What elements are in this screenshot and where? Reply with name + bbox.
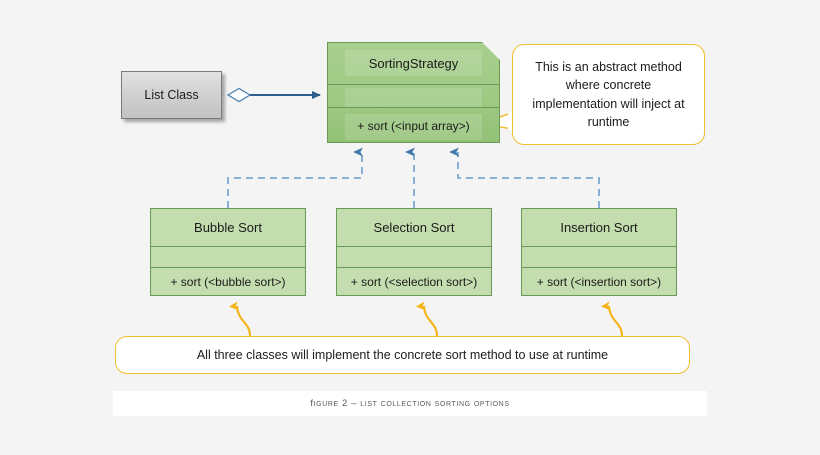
- figure-caption-band: Figure 2 – List collection sorting optio…: [113, 391, 707, 416]
- selection-sort-method: + sort (<selection sort>): [350, 275, 478, 289]
- sorting-strategy-attributes: [327, 84, 500, 108]
- list-class-box[interactable]: List Class: [121, 71, 222, 119]
- inheritance-connector-insertion: [449, 147, 600, 208]
- callout-top-text: This is an abstract method where concret…: [532, 60, 685, 129]
- insertion-sort-attributes: [522, 246, 676, 268]
- selection-sort-class-box[interactable]: Selection Sort + sort (<selection sort>): [336, 208, 492, 296]
- bubble-sort-class-box[interactable]: Bubble Sort + sort (<bubble sort>): [150, 208, 306, 296]
- annotation-arrow-insertion: [601, 301, 624, 337]
- bubble-sort-title: Bubble Sort: [194, 220, 262, 235]
- figure-caption: Figure 2 – List collection sorting optio…: [310, 398, 510, 409]
- insertion-sort-class-box[interactable]: Insertion Sort + sort (<insertion sort>): [521, 208, 677, 296]
- insertion-sort-method: + sort (<insertion sort>): [536, 275, 662, 289]
- bubble-sort-method: + sort (<bubble sort>): [170, 275, 286, 289]
- inheritance-connector-bubble: [227, 147, 363, 208]
- list-class-label: List Class: [144, 88, 199, 102]
- annotation-arrow-selection: [416, 301, 439, 337]
- bubble-sort-attributes: [151, 246, 305, 268]
- association-connector: [226, 87, 321, 103]
- sorting-strategy-method: + sort (<input array>): [357, 118, 470, 133]
- sorting-strategy-shape: [327, 42, 500, 143]
- callout-implementation-note: All three classes will implement the con…: [115, 336, 690, 374]
- selection-sort-attributes: [337, 246, 491, 268]
- sorting-strategy-class-box[interactable]: SortingStrategy + sort (<input array>): [327, 42, 500, 143]
- annotation-arrow-bubble: [229, 301, 252, 337]
- callout-bottom-text: All three classes will implement the con…: [196, 347, 609, 362]
- selection-sort-title: Selection Sort: [373, 220, 455, 235]
- sorting-strategy-title: SortingStrategy: [368, 55, 459, 71]
- callout-abstract-method: This is an abstract method where concret…: [512, 44, 705, 145]
- insertion-sort-title: Insertion Sort: [560, 220, 638, 235]
